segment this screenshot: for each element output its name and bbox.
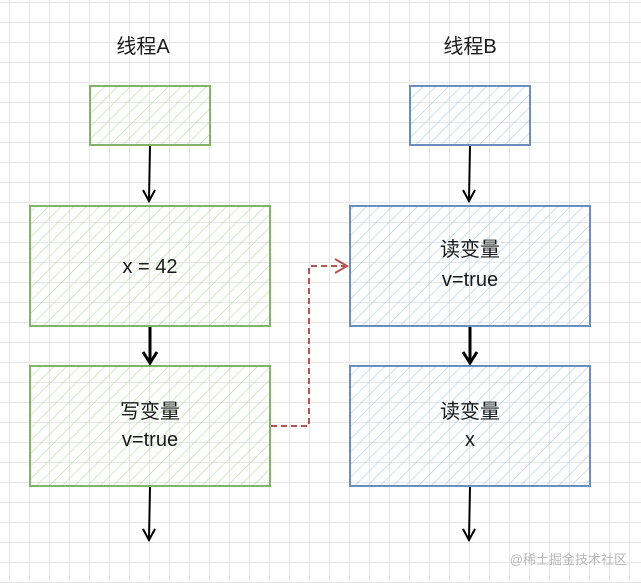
thread-a-arrow-1 bbox=[142, 145, 156, 204]
thread-a-box-start bbox=[89, 85, 211, 146]
thread-a-arrow-2 bbox=[141, 327, 159, 366]
thread-b-read-v-line1: 读变量 bbox=[440, 238, 500, 261]
thread-a-box-write bbox=[29, 365, 271, 487]
thread-b-box-start bbox=[409, 85, 531, 146]
thread-a-arrow-3 bbox=[142, 486, 156, 543]
thread-b-read-x-line2: x bbox=[465, 429, 475, 451]
thread-b-box-read-x bbox=[349, 365, 591, 487]
thread-a-title: 线程A bbox=[116, 35, 170, 58]
thread-b-arrow-3 bbox=[462, 486, 476, 543]
sync-dashed-arrow bbox=[271, 258, 349, 427]
thread-a-write-line1: 写变量 bbox=[120, 400, 180, 423]
thread-a-write-line2: v=true bbox=[122, 429, 178, 451]
thread-b-read-v-line2: v=true bbox=[442, 269, 498, 291]
watermark: @稀土掘金技术社区 bbox=[510, 552, 627, 567]
thread-b-box-read-v bbox=[349, 205, 591, 327]
thread-b-title: 线程B bbox=[443, 35, 496, 58]
thread-b-arrow-2 bbox=[461, 327, 479, 366]
thread-b-arrow-1 bbox=[462, 145, 476, 204]
thread-a-box-assign bbox=[29, 205, 271, 327]
thread-a-assign-text: x = 42 bbox=[122, 256, 177, 278]
thread-b-read-x-line1: 读变量 bbox=[440, 400, 500, 423]
